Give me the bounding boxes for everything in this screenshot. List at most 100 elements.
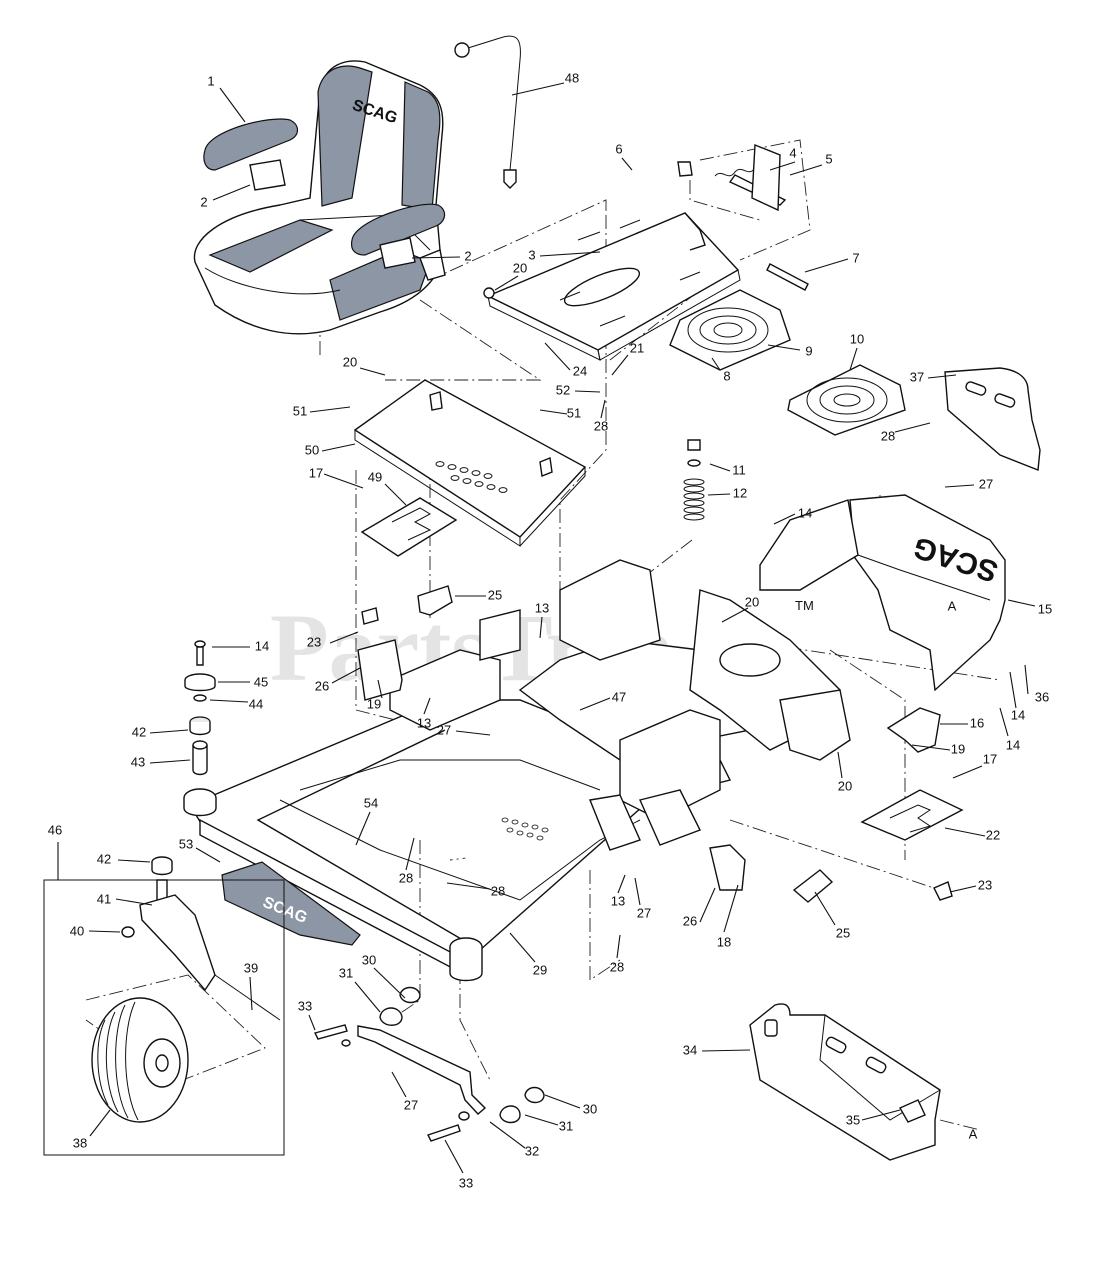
callout-33: 33 <box>459 1175 473 1190</box>
callout-27: 27 <box>437 722 451 737</box>
callout-33: 33 <box>298 998 312 1013</box>
callout-4: 4 <box>789 145 796 160</box>
foot-pad-left <box>360 497 458 557</box>
callout-28: 28 <box>399 870 413 885</box>
callout-2: 2 <box>200 194 207 209</box>
callout-14: 14 <box>798 505 812 520</box>
callout-23: 23 <box>978 877 992 892</box>
callout-14: 14 <box>1011 707 1025 722</box>
callout-14: 14 <box>255 638 269 653</box>
reference-mark-1: A <box>948 598 957 613</box>
callout-25: 25 <box>836 925 850 940</box>
rear-guard-frame: SCAG <box>759 494 1006 692</box>
brackets <box>357 585 964 903</box>
callout-19: 19 <box>367 696 381 711</box>
callout-31: 31 <box>559 1118 573 1133</box>
battery-cable <box>454 35 521 189</box>
callout-26: 26 <box>683 913 697 928</box>
callout-50: 50 <box>305 442 319 457</box>
seat-adjust-hardware <box>677 143 809 291</box>
callout-42: 42 <box>97 851 111 866</box>
callout-20: 20 <box>838 778 852 793</box>
callout-30: 30 <box>583 1101 597 1116</box>
callout-17: 17 <box>309 465 323 480</box>
deck-top-cover <box>353 379 587 547</box>
lever-linkage <box>313 986 545 1142</box>
callout-28: 28 <box>594 418 608 433</box>
callout-53: 53 <box>179 836 193 851</box>
callout-13: 13 <box>611 893 625 908</box>
callout-12: 12 <box>733 485 747 500</box>
callout-19: 19 <box>951 741 965 756</box>
callout-47: 47 <box>612 689 626 704</box>
lower-cover <box>749 1003 941 1161</box>
callout-20: 20 <box>343 354 357 369</box>
caster-pivot-stack <box>184 640 216 776</box>
leader-lines <box>57 82 1036 1174</box>
callout-41: 41 <box>97 891 111 906</box>
callout-35: 35 <box>846 1112 860 1127</box>
callout-27: 27 <box>404 1097 418 1112</box>
callout-21: 21 <box>630 340 644 355</box>
callout-6: 6 <box>615 141 622 156</box>
callout-42: 42 <box>132 724 146 739</box>
reference-marks: AA <box>948 598 978 1141</box>
callout-29: 29 <box>533 962 547 977</box>
callout-13: 13 <box>535 600 549 615</box>
callout-5: 5 <box>825 151 832 166</box>
callout-9: 9 <box>805 343 812 358</box>
callout-1: 1 <box>207 73 214 88</box>
callout-3: 3 <box>528 247 535 262</box>
callout-27: 27 <box>979 476 993 491</box>
callout-51: 51 <box>567 405 581 420</box>
caster-wheel-assembly <box>43 856 285 1156</box>
callout-40: 40 <box>70 923 84 938</box>
callout-39: 39 <box>244 960 258 975</box>
callout-20: 20 <box>745 594 759 609</box>
callout-31: 31 <box>339 965 353 980</box>
callout-51: 51 <box>293 403 307 418</box>
callout-22: 22 <box>986 827 1000 842</box>
main-frame <box>183 559 851 982</box>
rear-cover-plate <box>944 367 1041 471</box>
callout-8: 8 <box>723 368 730 383</box>
callout-11: 11 <box>732 462 746 477</box>
callout-28: 28 <box>610 959 624 974</box>
callout-49: 49 <box>368 469 382 484</box>
callout-25: 25 <box>488 587 502 602</box>
seat-mounting-plate <box>483 212 741 361</box>
callout-24: 24 <box>573 363 587 378</box>
callout-15: 15 <box>1038 601 1052 616</box>
callout-44: 44 <box>249 696 263 711</box>
callout-17: 17 <box>983 751 997 766</box>
callout-18: 18 <box>717 934 731 949</box>
callout-14: 14 <box>1006 737 1020 752</box>
callout-30: 30 <box>362 952 376 967</box>
callout-2: 2 <box>464 248 471 263</box>
callout-46: 46 <box>48 822 62 837</box>
callout-28: 28 <box>881 428 895 443</box>
callout-26: 26 <box>315 678 329 693</box>
callout-54: 54 <box>364 795 378 810</box>
seat-suspension-plates <box>669 289 906 436</box>
callout-37: 37 <box>910 369 924 384</box>
callout-48: 48 <box>565 70 579 85</box>
callout-10: 10 <box>850 331 864 346</box>
seat-spring <box>683 439 705 521</box>
callout-45: 45 <box>254 674 268 689</box>
watermark-tm: TM <box>795 598 814 613</box>
callout-27: 27 <box>637 905 651 920</box>
callout-32: 32 <box>525 1143 539 1158</box>
front-bumper-plate: SCAG <box>221 861 361 946</box>
callout-13: 13 <box>417 715 431 730</box>
callout-34: 34 <box>683 1042 697 1057</box>
callout-36: 36 <box>1035 689 1049 704</box>
callout-43: 43 <box>131 754 145 769</box>
callout-38: 38 <box>73 1135 87 1150</box>
callout-20: 20 <box>513 260 527 275</box>
callout-16: 16 <box>970 715 984 730</box>
callout-23: 23 <box>307 634 321 649</box>
callout-7: 7 <box>852 250 859 265</box>
